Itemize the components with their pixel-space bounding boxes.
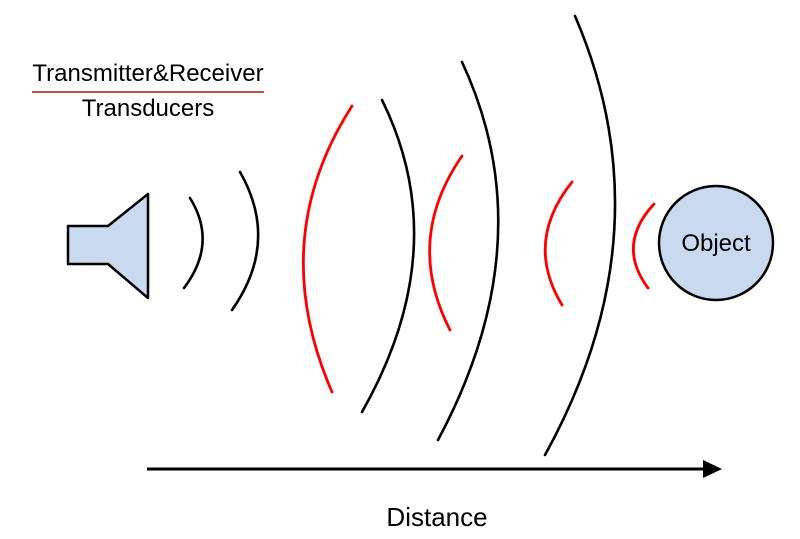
distance-arrow-head xyxy=(703,460,722,478)
outgoing-wave-2 xyxy=(230,170,260,312)
object-circle xyxy=(657,184,775,302)
reflected-wave-3 xyxy=(543,180,574,307)
reflected-wave-2 xyxy=(428,154,464,332)
outgoing-wave-5 xyxy=(543,14,617,457)
transducer-speaker-shape xyxy=(66,192,150,300)
outgoing-wave-1 xyxy=(182,196,204,290)
distance-label: Distance xyxy=(386,502,488,532)
transducer-label-line2: Transducers xyxy=(81,95,215,122)
outgoing-wave-4 xyxy=(436,60,500,442)
reflected-wave-4 xyxy=(631,202,656,290)
transducer-label-block: Transmitter&Receiver Transducers xyxy=(22,58,274,125)
object-label: Object xyxy=(681,230,751,257)
transducer-label-line1: Transmitter&Receiver xyxy=(32,58,264,93)
outgoing-wave-3 xyxy=(360,98,416,414)
reflected-wave-1 xyxy=(301,104,354,394)
